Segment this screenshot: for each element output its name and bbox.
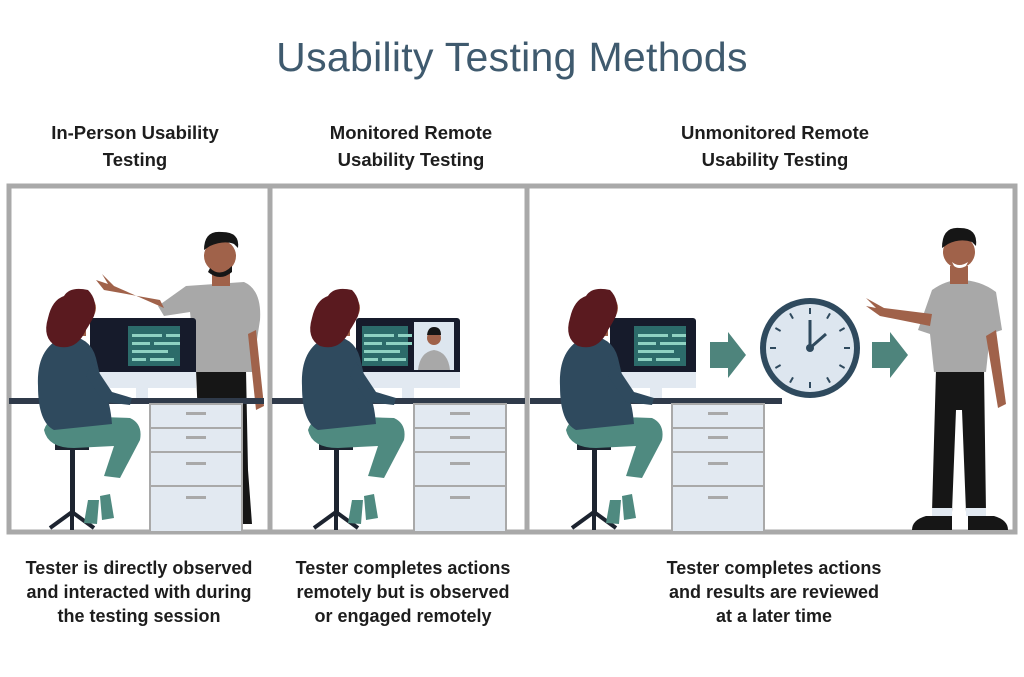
clock-icon — [760, 298, 860, 398]
reviewer-person — [866, 228, 1008, 530]
caption-line: at a later time — [640, 604, 908, 628]
caption-line: Tester completes actions — [640, 556, 908, 580]
panel-caption-in-person: Tester is directly observed and interact… — [8, 556, 270, 628]
caption-line: and interacted with during — [8, 580, 270, 604]
caption-line: Tester completes actions — [272, 556, 534, 580]
caption-line: or engaged remotely — [272, 604, 534, 628]
panel-caption-monitored-remote: Tester completes actions remotely but is… — [272, 556, 534, 628]
arrow-right-icon — [710, 332, 746, 378]
caption-line: and results are reviewed — [640, 580, 908, 604]
arrow-right-icon — [872, 332, 908, 378]
caption-line: Tester is directly observed — [8, 556, 270, 580]
caption-line: remotely but is observed — [272, 580, 534, 604]
panel-caption-unmonitored-remote: Tester completes actions and results are… — [640, 556, 908, 628]
caption-line: the testing session — [8, 604, 270, 628]
